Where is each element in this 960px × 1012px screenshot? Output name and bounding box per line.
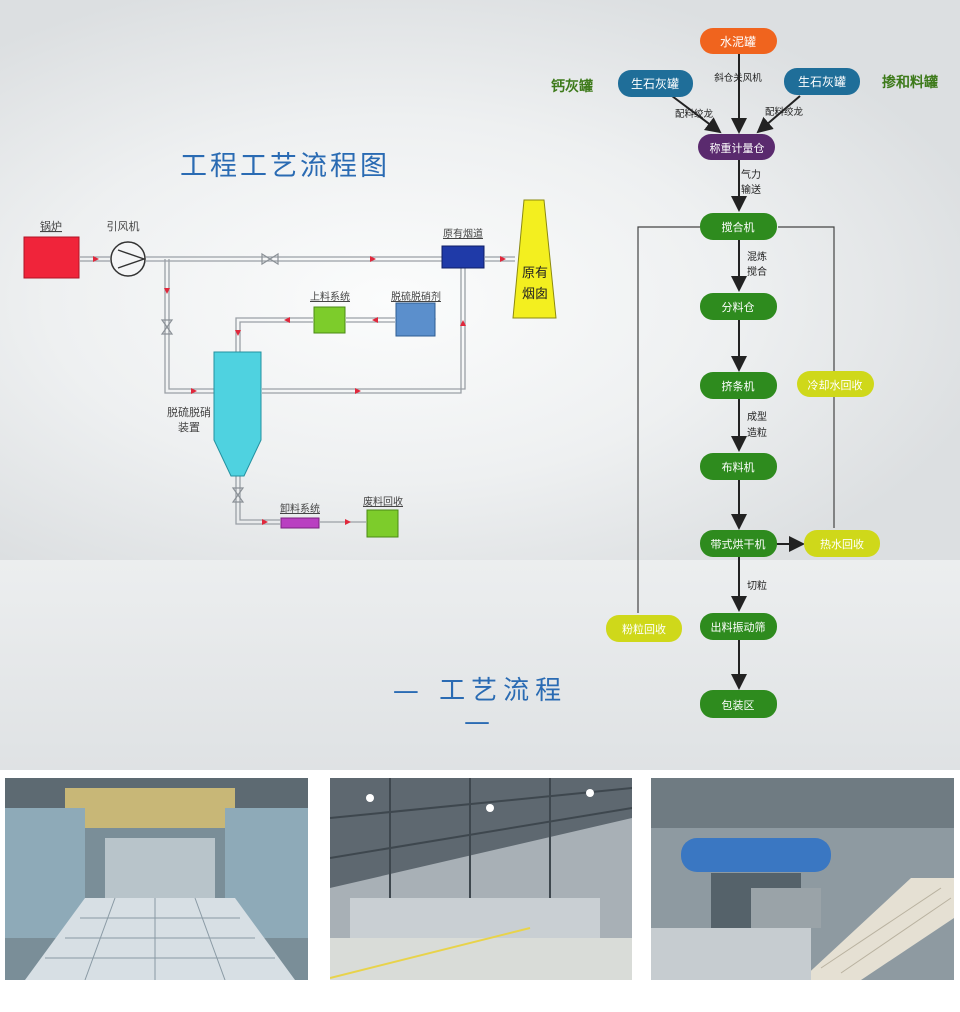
mix-label-2: 搅合	[747, 265, 767, 278]
dryer-label: 带式烘干机	[711, 537, 766, 551]
split-label: 分料仓	[722, 300, 755, 314]
air-label-2: 输送	[741, 183, 761, 196]
weigh-label: 称重计量仓	[710, 141, 765, 155]
floor-gradient	[0, 560, 960, 770]
screw-left-label: 配料绞龙	[675, 108, 714, 120]
waste-label: 废料回收	[363, 495, 403, 508]
lime-left-node	[618, 70, 693, 97]
device-label-2: 装置	[178, 421, 200, 434]
waste-box	[366, 509, 399, 538]
hot-water-label: 热水回收	[820, 537, 864, 551]
hot-water-node	[804, 530, 880, 557]
chimney-label-1: 原有	[522, 266, 548, 281]
chute-fan-label: 斜仓关风机	[714, 72, 762, 84]
device-label-1: 脱硫脱硝	[167, 405, 211, 419]
spreader-label: 布料机	[722, 460, 755, 474]
powder-label: 粉粒回收	[622, 622, 666, 636]
chimney-label-2: 烟囱	[522, 287, 548, 302]
fan-icon	[110, 241, 146, 277]
unload-box	[280, 517, 320, 529]
pack-node	[700, 690, 777, 718]
section-title: — 工艺流程 —	[392, 676, 568, 737]
flue-label: 原有烟道	[443, 227, 483, 240]
screen-label: 出料振动筛	[711, 620, 766, 634]
screen-node	[700, 613, 777, 640]
pack-label: 包装区	[722, 699, 755, 712]
boiler-label: 锅炉	[40, 220, 62, 233]
left-process-diagram: 工程工艺流程图	[23, 151, 557, 538]
diagram-title: 工程工艺流程图	[180, 151, 390, 182]
cut-label: 切粒	[747, 579, 767, 592]
mix-tank-label: 掺和料罐	[882, 74, 938, 91]
screw-right-label: 配料绞龙	[765, 106, 804, 118]
cooling-water-label: 冷却水回收	[808, 378, 863, 392]
agent-box	[395, 302, 436, 337]
lime-right-node	[784, 68, 860, 95]
agent-label: 脱硫脱硝剂	[391, 290, 441, 303]
air-label-1: 气力	[741, 168, 761, 181]
fan-label: 引风机	[107, 219, 140, 233]
extruder-label: 挤条机	[722, 379, 755, 393]
powder-node	[606, 615, 682, 642]
extruder-node	[700, 372, 777, 399]
weigh-node	[698, 134, 775, 160]
cooling-water-node	[797, 371, 874, 397]
cement-tank-label: 水泥罐	[720, 35, 756, 49]
dryer-node	[700, 530, 777, 557]
shape-label-2: 造粒	[747, 426, 767, 439]
spreader-node	[700, 453, 777, 480]
shape-label-1: 成型	[747, 410, 767, 423]
factory-machine-photo	[651, 778, 954, 980]
factory-mixer-photo	[5, 778, 308, 980]
factory-hall-photo	[330, 778, 632, 980]
valve-icons	[160, 252, 279, 503]
mix-label-1: 混炼	[747, 250, 767, 263]
flow-connectors	[671, 54, 805, 690]
lime-left-label: 生石灰罐	[631, 77, 679, 91]
mixer-label: 搅合机	[722, 220, 755, 234]
pipes	[80, 256, 515, 525]
flow-arrows	[93, 256, 506, 525]
lime-right-label: 生石灰罐	[798, 75, 846, 89]
mixer-node	[700, 213, 777, 240]
device-shape	[213, 351, 262, 477]
chimney-shape	[512, 199, 557, 319]
feed-label: 上料系统	[310, 290, 350, 303]
split-node	[700, 293, 777, 320]
calcium-tank-label: 钙灰罐	[551, 78, 593, 95]
cement-tank-node	[700, 28, 777, 54]
flue-box	[441, 245, 485, 269]
feed-box	[313, 306, 346, 334]
right-flowchart: 水泥罐 生石灰罐 生石灰罐 钙灰罐 掺和料罐 斜仓关风机 配料绞龙 配料绞龙 称…	[551, 28, 938, 718]
boiler-box	[23, 236, 80, 279]
unload-label: 卸料系统	[280, 502, 320, 515]
